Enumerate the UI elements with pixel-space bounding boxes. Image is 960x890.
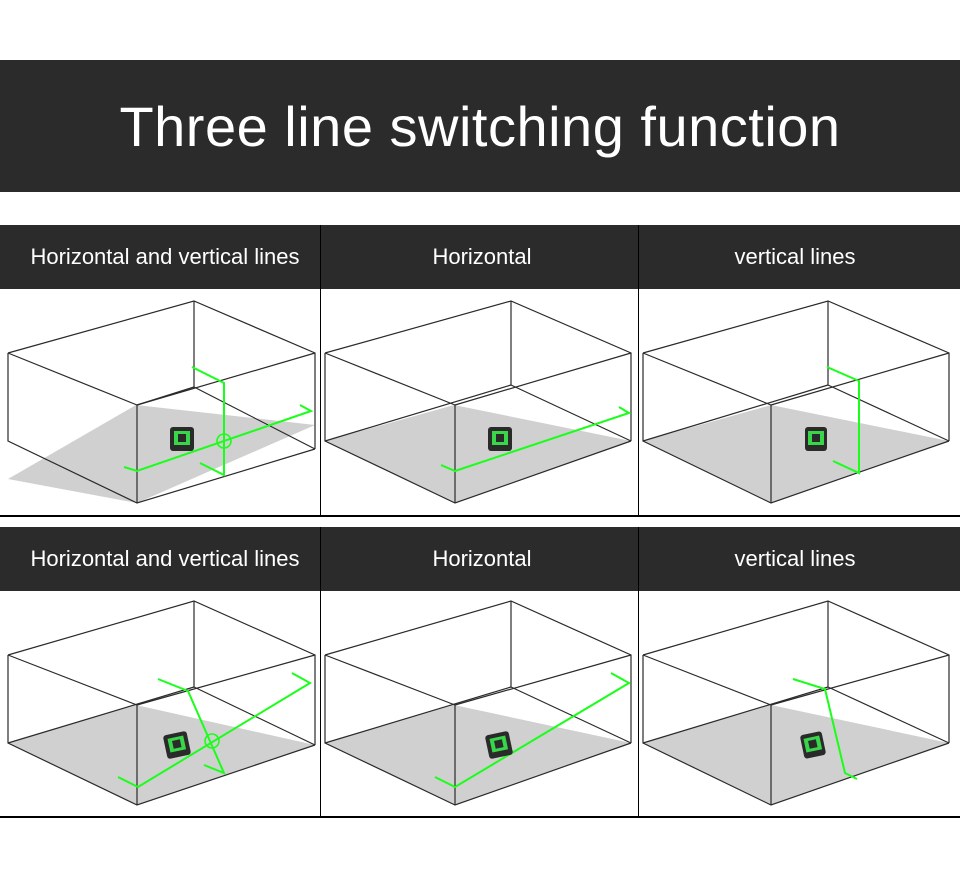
mode-label-vertical: vertical lines bbox=[734, 546, 856, 571]
mode-label-horizontal: Horizontal bbox=[432, 546, 532, 571]
row-separator bbox=[0, 816, 960, 818]
room-diagram bbox=[642, 600, 950, 806]
room-illustration-horizontal bbox=[321, 289, 638, 515]
mode-label-cross: Horizontal and vertical lines bbox=[30, 546, 300, 571]
mode-label-vertical: vertical lines bbox=[734, 244, 856, 269]
room-illustration-vertical-tilted bbox=[639, 591, 960, 817]
room-diagram bbox=[324, 300, 632, 504]
row-header: Horizontal and vertical lines Horizontal… bbox=[0, 527, 960, 591]
room-illustration-horizontal-tilted bbox=[321, 591, 638, 817]
row-separator bbox=[0, 515, 960, 517]
mode-label-cross: Horizontal and vertical lines bbox=[30, 244, 300, 269]
room-diagram bbox=[324, 600, 632, 806]
page-title: Three line switching function bbox=[119, 94, 841, 158]
room-illustration-cross-tilted bbox=[0, 591, 320, 817]
room-diagram bbox=[7, 600, 316, 806]
column-divider bbox=[638, 225, 639, 515]
room-diagram bbox=[7, 300, 316, 504]
title-banner: Three line switching function bbox=[0, 60, 960, 192]
laser-level-device-icon bbox=[800, 731, 826, 759]
room-diagram bbox=[642, 300, 950, 504]
laser-level-device-icon bbox=[805, 427, 827, 451]
mode-label-horizontal: Horizontal bbox=[432, 244, 532, 269]
row-header: Horizontal and vertical lines Horizontal… bbox=[0, 225, 960, 289]
column-divider bbox=[320, 527, 321, 817]
laser-level-device-icon bbox=[488, 427, 512, 451]
laser-level-device-icon bbox=[485, 731, 513, 759]
room-illustration-vertical bbox=[639, 289, 960, 515]
room-illustration-cross bbox=[0, 289, 320, 515]
laser-level-device-icon bbox=[163, 731, 191, 759]
column-divider bbox=[320, 225, 321, 515]
laser-level-device-icon bbox=[170, 427, 194, 451]
column-divider bbox=[638, 527, 639, 817]
